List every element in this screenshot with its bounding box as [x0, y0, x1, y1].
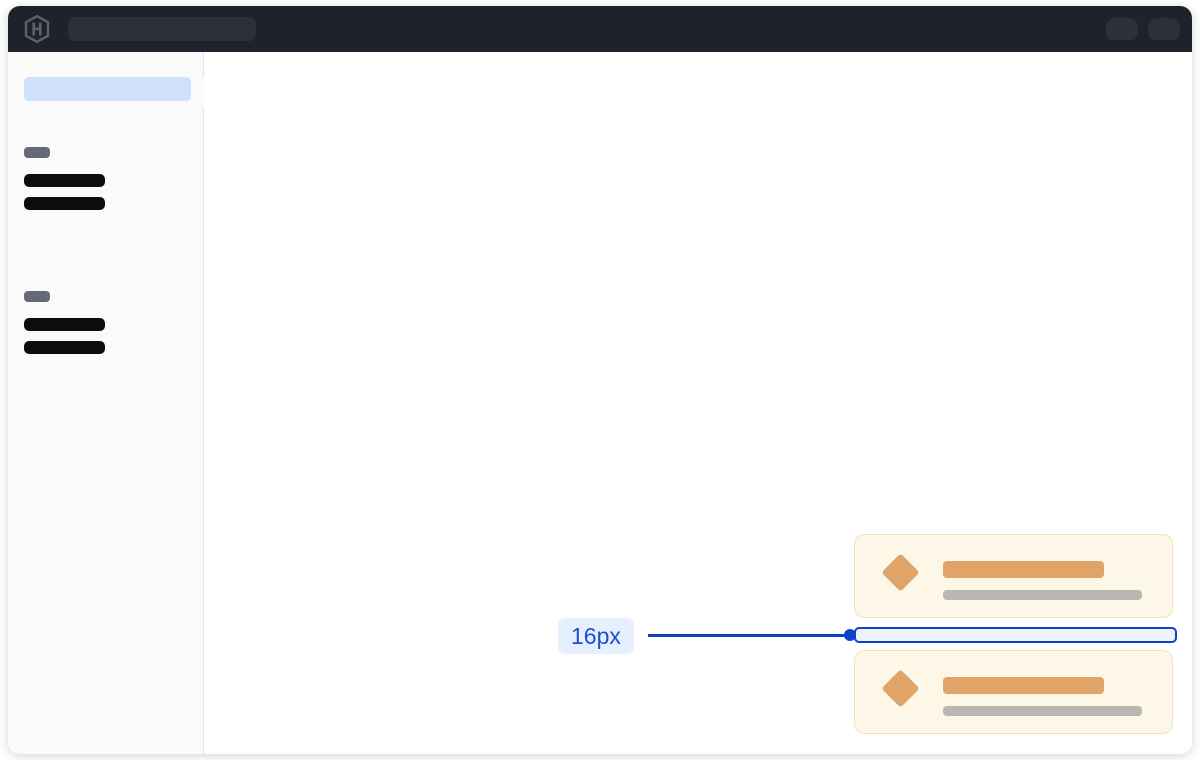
sidebar-group-2 — [24, 291, 105, 354]
sidebar-item-1-2[interactable] — [24, 197, 105, 210]
spacing-measurement-label: 16px — [558, 618, 634, 654]
measurement-leader-dot — [844, 629, 856, 641]
inspect-card-1[interactable] — [854, 534, 1173, 618]
measurement-leader-line — [648, 634, 850, 637]
diamond-icon — [881, 669, 920, 708]
top-bar — [8, 6, 1192, 52]
sidebar — [8, 52, 204, 754]
app-window: 16px — [8, 6, 1192, 754]
sidebar-group-2-label — [24, 291, 50, 302]
sidebar-item-active[interactable] — [24, 77, 191, 101]
card-subtitle — [943, 590, 1142, 600]
sidebar-group-1 — [24, 147, 105, 210]
card-subtitle — [943, 706, 1142, 716]
sidebar-item-2-2[interactable] — [24, 341, 105, 354]
global-search-input[interactable] — [68, 17, 256, 41]
canvas: 16px — [204, 52, 1192, 754]
body-area: 16px — [8, 52, 1192, 754]
card-title — [943, 561, 1104, 578]
hashicorp-hexagon-logo-icon — [24, 15, 50, 43]
topbar-chip-2[interactable] — [1148, 18, 1180, 40]
sidebar-group-1-label — [24, 147, 50, 158]
diamond-icon — [881, 553, 920, 592]
card-title — [943, 677, 1104, 694]
topbar-actions — [1106, 18, 1180, 40]
topbar-chip-1[interactable] — [1106, 18, 1138, 40]
sidebar-item-1-1[interactable] — [24, 174, 105, 187]
sidebar-item-2-1[interactable] — [24, 318, 105, 331]
spacing-gap-highlight — [854, 627, 1177, 643]
inspect-card-2[interactable] — [854, 650, 1173, 734]
